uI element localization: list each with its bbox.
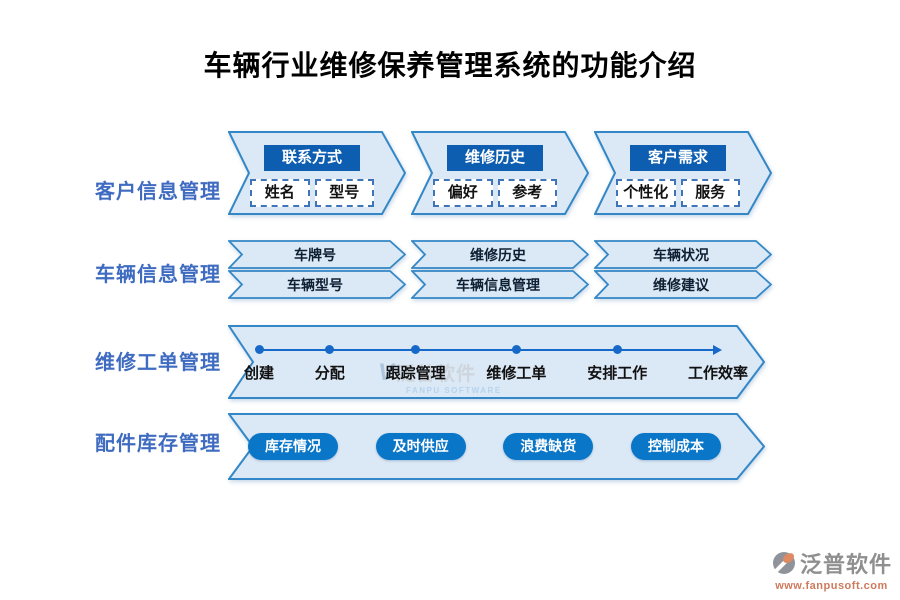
timeline-dot <box>612 345 622 354</box>
brand-name: 泛普软件 <box>799 552 892 577</box>
timeline-stage: 工作效率 <box>688 345 748 387</box>
ribbon-group: 维修历史 车辆信息管理 <box>411 240 589 299</box>
card-item: 服务 <box>680 179 740 207</box>
page-title: 车辆行业维修保养管理系统的功能介绍 <box>203 51 697 82</box>
timeline-label: 维修工单 <box>486 365 547 382</box>
ribbon: 车牌号 <box>228 240 406 269</box>
timeline-label: 创建 <box>244 365 275 382</box>
timeline: 创建 分配 跟踪管理 维修工单 安排工作 工作效率 <box>244 344 748 387</box>
vehicle-info-row: 车牌号 车辆型号 维修历史 车辆信息管理 <box>228 240 772 299</box>
timeline-dot <box>254 345 264 354</box>
row-label-work-order: 维修工单管理 <box>95 352 221 374</box>
card-item: 偏好 <box>433 179 493 207</box>
ribbon-group: 车牌号 车辆型号 <box>228 240 406 299</box>
ribbon-shape <box>594 240 772 269</box>
timeline-arrow-line <box>258 344 722 355</box>
ribbon: 车辆信息管理 <box>411 270 589 299</box>
brand-url: www.fanpusoft.com <box>775 580 888 592</box>
pill-badge: 库存情况 <box>248 433 338 460</box>
row-label-parts-inventory: 配件库存管理 <box>95 433 221 455</box>
timeline-stage: 创建 <box>244 345 274 387</box>
card-header: 维修历史 <box>447 145 543 171</box>
ribbon-shape <box>411 270 589 299</box>
card-item: 个性化 <box>616 179 676 207</box>
ribbon-label: 车辆型号 <box>287 276 343 293</box>
ribbon: 维修历史 <box>411 240 589 269</box>
parts-inventory-row: 库存情况 及时供应 浪费缺货 控制成本 <box>228 413 765 480</box>
work-order-row: V 泛普软件 FANPU SOFTWARE 创建 分配 跟踪管理 维修工单 <box>228 325 765 399</box>
ribbon-label: 车辆状况 <box>653 246 709 263</box>
timeline-stage: 维修工单 <box>486 345 546 387</box>
customer-info-row: 联系方式 姓名 型号 维修历史 偏好 参考 <box>228 131 772 215</box>
card-item: 型号 <box>314 179 374 207</box>
watermark-subtext: FANPU SOFTWARE <box>406 386 502 395</box>
ribbon-shape <box>228 270 406 299</box>
card-item: 参考 <box>497 179 557 207</box>
pill-badge: 及时供应 <box>375 433 466 460</box>
repair-history-card: 维修历史 偏好 参考 <box>411 131 589 215</box>
timeline-dot <box>325 345 335 354</box>
ribbon-label: 车辆信息管理 <box>456 276 540 293</box>
watermark-text: 泛普软件 <box>396 364 477 385</box>
ribbon: 维修建议 <box>594 270 772 299</box>
pill-row: 库存情况 及时供应 浪费缺货 控制成本 <box>248 433 721 460</box>
timeline-label: 跟踪管理 <box>385 365 446 382</box>
ribbon-shape <box>228 240 406 269</box>
chevron-shape <box>228 325 765 399</box>
timeline-label: 安排工作 <box>587 365 648 382</box>
contact-card: 联系方式 姓名 型号 <box>228 131 406 215</box>
ribbon-shape <box>411 240 589 269</box>
ribbon: 车辆型号 <box>228 270 406 299</box>
ribbon-label: 车牌号 <box>294 246 336 263</box>
watermark-logo-icon: V <box>378 358 395 386</box>
timeline-dot <box>511 345 521 354</box>
ribbon-label: 维修历史 <box>470 246 526 263</box>
pill-badge: 浪费缺货 <box>503 433 594 460</box>
ribbon-shape <box>594 270 772 299</box>
customer-demand-card: 客户需求 个性化 服务 <box>594 131 772 215</box>
card-item: 姓名 <box>250 179 310 207</box>
timeline-stage: 安排工作 <box>587 345 647 387</box>
timeline-label: 分配 <box>314 365 345 382</box>
ribbon-group: 车辆状况 维修建议 <box>594 240 772 299</box>
watermark: V 泛普软件 FANPU SOFTWARE <box>378 359 502 395</box>
card-header: 联系方式 <box>264 145 360 171</box>
timeline-dot <box>411 345 421 354</box>
ribbon-label: 维修建议 <box>653 276 709 293</box>
timeline-stage: 分配 <box>315 345 345 387</box>
row-label-customer-info: 客户信息管理 <box>95 181 221 203</box>
row-label-vehicle-info: 车辆信息管理 <box>95 264 221 286</box>
fanpu-logo-icon <box>771 550 797 576</box>
brand-footer: 泛普软件 www.fanpusoft.com <box>771 547 892 592</box>
timeline-stage: 跟踪管理 <box>386 345 446 387</box>
ribbon: 车辆状况 <box>594 240 772 269</box>
pill-badge: 控制成本 <box>630 433 721 460</box>
timeline-label: 工作效率 <box>687 365 748 382</box>
card-header: 客户需求 <box>630 145 726 171</box>
